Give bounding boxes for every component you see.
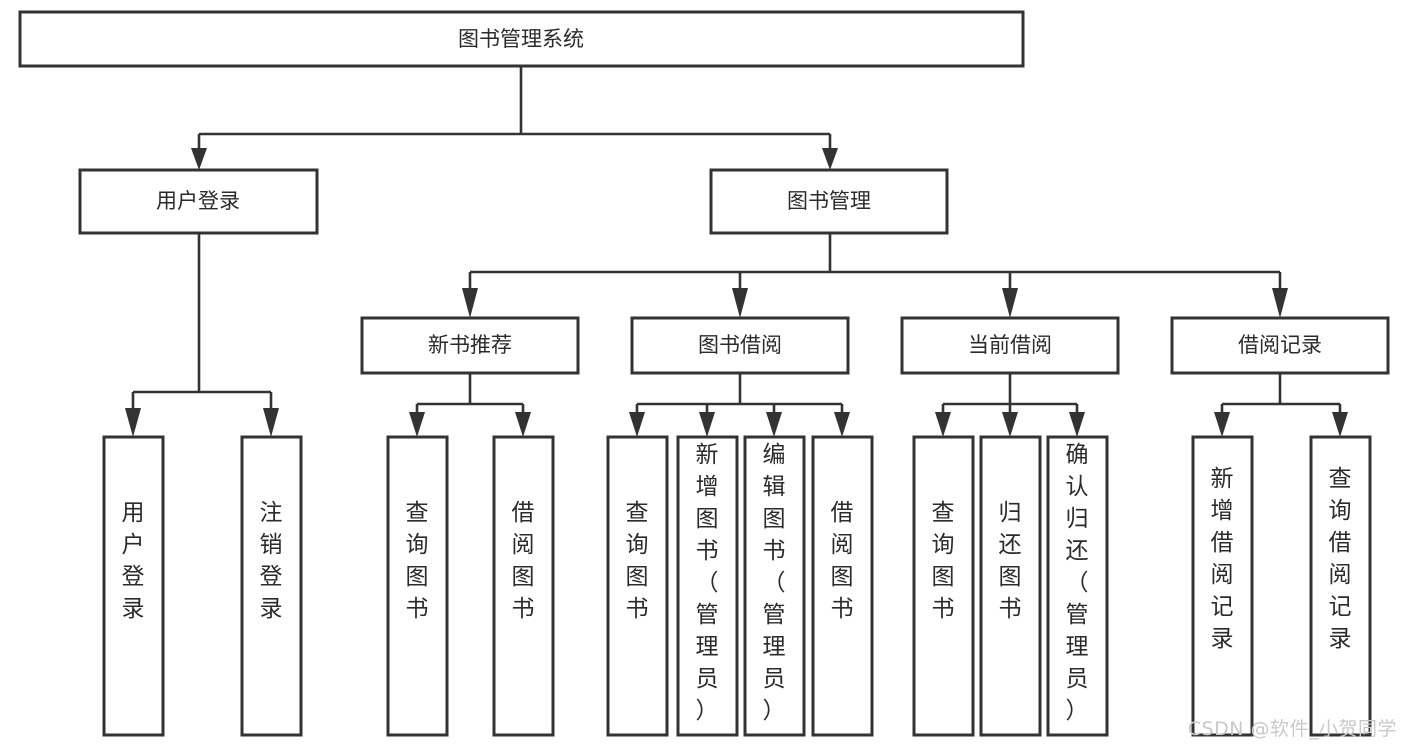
node-leaf-query-book-2-box[interactable]: [606, 435, 669, 737]
node-leaf-borrow-book-2-label: 借阅图书: [831, 500, 854, 622]
connector-group-new-book-recommend: [409, 373, 531, 437]
csdn-watermark: CSDN @软件_小贺同学: [1187, 718, 1397, 740]
node-leaf-return-book-box[interactable]: [979, 435, 1042, 737]
node-root[interactable]: 图书管理系统: [18, 10, 1025, 68]
node-leaf-query-book-3[interactable]: 查询图书: [912, 435, 975, 737]
node-leaf-query-book-1[interactable]: 查询图书: [386, 435, 449, 737]
node-user-login[interactable]: 用户登录: [78, 168, 319, 235]
node-leaf-query-record[interactable]: 查询借阅记录: [1309, 435, 1372, 737]
arrowhead-leaf-add-record: [1214, 412, 1230, 437]
node-leaf-logout-login-label: 注销登录: [260, 500, 283, 622]
node-leaf-add-book[interactable]: 新增图书（管理员）: [676, 435, 739, 737]
arrowhead-user-login: [191, 148, 207, 170]
node-leaf-edit-book-box[interactable]: [743, 435, 806, 737]
node-leaf-borrow-book-2-box[interactable]: [811, 435, 874, 737]
node-leaf-query-book-1-label: 查询图书: [406, 500, 429, 622]
arrowhead-leaf-borrow-book-2: [834, 412, 850, 437]
node-root-label: 图书管理系统: [458, 27, 584, 51]
node-leaf-add-book-label: 新增图书（管理员）: [696, 442, 719, 724]
node-leaf-return-book-label: 归还图书: [999, 500, 1022, 622]
node-leaf-borrow-book-1-label: 借阅图书: [512, 500, 535, 622]
node-leaf-logout-login-box[interactable]: [240, 435, 303, 737]
node-book-manage-label: 图书管理: [787, 189, 871, 213]
node-leaf-query-record-label: 查询借阅记录: [1329, 466, 1352, 652]
node-leaf-add-record-label: 新增借阅记录: [1211, 466, 1234, 652]
node-current-borrow[interactable]: 当前借阅: [900, 316, 1120, 375]
node-leaf-return-book[interactable]: 归还图书: [979, 435, 1042, 737]
node-new-book-recommend-box[interactable]: [360, 316, 580, 375]
node-root-box[interactable]: [18, 10, 1025, 68]
arrowhead-book-borrow: [732, 288, 748, 318]
node-leaf-borrow-book-1-box[interactable]: [492, 435, 555, 737]
node-leaf-borrow-book-2[interactable]: 借阅图书: [811, 435, 874, 737]
node-leaf-add-record-box[interactable]: [1191, 435, 1254, 737]
node-leaf-add-book-box[interactable]: [676, 435, 739, 737]
connector-group-borrow-record: [1214, 373, 1348, 437]
node-leaf-user-login-box[interactable]: [102, 435, 165, 737]
node-book-borrow-box[interactable]: [630, 316, 850, 375]
arrowhead-leaf-add-book: [699, 412, 715, 437]
connector-group-user-login: [125, 233, 279, 437]
arrowhead-leaf-edit-book: [766, 412, 782, 437]
node-leaf-confirm-return[interactable]: 确认归还（管理员）: [1046, 435, 1109, 737]
node-borrow-record-label: 借阅记录: [1238, 333, 1322, 357]
node-book-borrow-label: 图书借阅: [698, 333, 782, 357]
node-leaf-query-book-2-label: 查询图书: [626, 500, 649, 622]
arrowhead-leaf-query-record: [1332, 412, 1348, 437]
node-current-borrow-label: 当前借阅: [968, 333, 1052, 357]
node-leaf-query-book-1-box[interactable]: [386, 435, 449, 737]
node-borrow-record-box[interactable]: [1170, 316, 1390, 375]
connector-group-root: [191, 66, 838, 170]
node-book-manage[interactable]: 图书管理: [709, 168, 949, 235]
arrowhead-leaf-return-book: [1002, 412, 1018, 437]
arrowhead-leaf-query-book-1: [409, 412, 425, 437]
node-leaf-edit-book[interactable]: 编辑图书（管理员）: [743, 435, 806, 737]
node-user-login-box[interactable]: [78, 168, 319, 235]
connector-group-book-manage: [462, 233, 1288, 318]
node-leaf-confirm-return-label: 确认归还（管理员）: [1066, 442, 1089, 724]
node-new-book-recommend-label: 新书推荐: [428, 333, 512, 357]
node-borrow-record[interactable]: 借阅记录: [1170, 316, 1390, 375]
node-leaf-add-record[interactable]: 新增借阅记录: [1191, 435, 1254, 737]
arrowhead-current-borrow: [1002, 288, 1018, 318]
node-current-borrow-box[interactable]: [900, 316, 1120, 375]
arrowhead-leaf-confirm-return: [1069, 412, 1085, 437]
node-leaf-logout-login[interactable]: 注销登录: [240, 435, 303, 737]
node-leaf-user-login-label: 用户登录: [122, 500, 145, 622]
node-leaf-query-book-2[interactable]: 查询图书: [606, 435, 669, 737]
node-leaf-edit-book-label: 编辑图书（管理员）: [763, 442, 786, 724]
connector-group-current-borrow: [935, 373, 1085, 437]
node-book-manage-box[interactable]: [709, 168, 949, 235]
arrowhead-leaf-query-book-2: [629, 412, 645, 437]
arrowhead-new-book-recommend: [462, 288, 478, 318]
node-leaf-query-record-box[interactable]: [1309, 435, 1372, 737]
node-user-login-label: 用户登录: [156, 189, 240, 213]
node-leaf-user-login[interactable]: 用户登录: [102, 435, 165, 737]
connector-group-book-borrow: [629, 373, 850, 437]
arrowhead-book-manage: [822, 148, 838, 170]
node-leaf-borrow-book-1[interactable]: 借阅图书: [492, 435, 555, 737]
node-new-book-recommend[interactable]: 新书推荐: [360, 316, 580, 375]
node-leaf-query-book-3-box[interactable]: [912, 435, 975, 737]
arrowhead-leaf-query-book-3: [935, 412, 951, 437]
arrowhead-leaf-user-login: [125, 408, 141, 437]
arrowhead-leaf-borrow-book-1: [515, 412, 531, 437]
arrowhead-borrow-record: [1272, 288, 1288, 318]
node-leaf-confirm-return-box[interactable]: [1046, 435, 1109, 737]
arrowhead-leaf-logout-login: [263, 408, 279, 437]
node-book-borrow[interactable]: 图书借阅: [630, 316, 850, 375]
node-leaf-query-book-3-label: 查询图书: [932, 500, 955, 622]
